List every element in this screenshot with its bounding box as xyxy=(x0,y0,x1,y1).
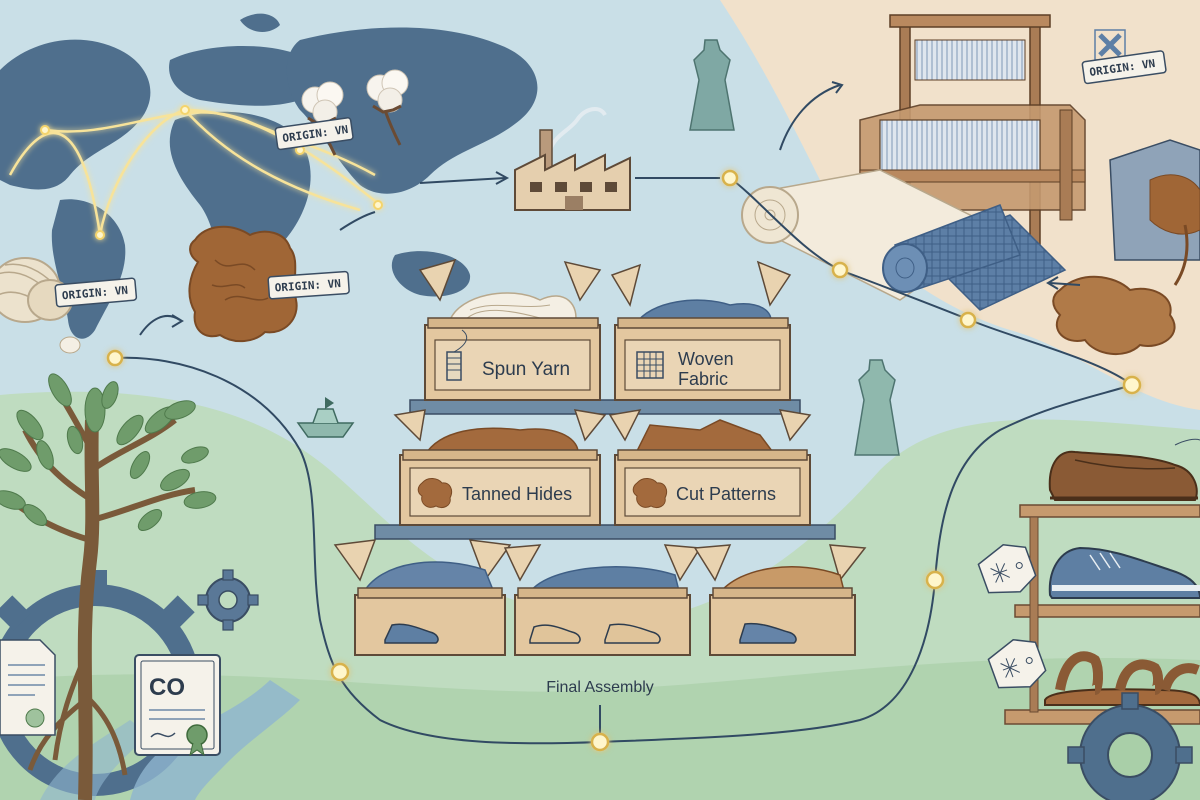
gear-icon xyxy=(1067,692,1193,800)
origin-tag: ORIGIN: VN xyxy=(267,270,350,300)
box-label-cut-patterns: Cut Patterns xyxy=(676,484,776,504)
document-icon xyxy=(0,639,56,736)
origin-tag-label: ORIGIN: VN xyxy=(274,277,341,295)
box-shoes-right xyxy=(693,544,867,656)
flow-node xyxy=(590,732,610,752)
box-cut-patterns: Cut Patterns xyxy=(608,409,812,526)
route-node xyxy=(373,200,383,210)
origin-tag: ORIGIN: VN xyxy=(54,277,138,308)
box-shoes-middle xyxy=(503,544,702,656)
leaf xyxy=(84,387,106,433)
arrow-to-loom xyxy=(779,84,841,151)
tree-icon xyxy=(0,373,217,800)
route-node xyxy=(180,105,190,115)
factory-icon xyxy=(514,107,631,211)
loafer-shoe-icon xyxy=(1048,450,1198,501)
arrow-head xyxy=(171,314,184,328)
process-arrows xyxy=(139,81,1081,336)
route-node xyxy=(95,230,105,240)
warehouse-shelves xyxy=(374,399,836,540)
box-tanned-hides: Tanned Hides xyxy=(393,409,607,526)
arrow-to-factory xyxy=(419,177,506,184)
flow-node xyxy=(925,570,945,590)
shoe-icon xyxy=(739,622,797,644)
shoe-icon xyxy=(529,624,581,644)
origin-tag-label: ORIGIN: VN xyxy=(61,284,128,303)
shelf-top xyxy=(409,399,801,415)
boat-icon xyxy=(296,397,355,438)
box-label-woven-fabric-line2: Fabric xyxy=(678,369,728,389)
box-woven-fabric: Woven Fabric xyxy=(610,260,792,401)
dress-icon xyxy=(854,359,900,456)
box-label-woven-fabric-line1: Woven xyxy=(678,349,734,369)
spool-icon xyxy=(446,329,468,381)
route-south xyxy=(184,109,361,212)
arrow-head xyxy=(1046,276,1059,290)
rack-shelf xyxy=(1019,504,1200,518)
flow-node xyxy=(831,261,849,279)
route-node xyxy=(40,125,50,135)
shoe-icon xyxy=(384,623,439,644)
flow-node xyxy=(959,311,977,329)
workbench-icon xyxy=(1109,139,1200,261)
leather-hide-icon xyxy=(188,225,298,343)
sneaker-shoe-icon xyxy=(1048,546,1200,599)
arrow-to-leather xyxy=(1049,282,1081,286)
flow-nodes xyxy=(106,169,1142,752)
flow-node xyxy=(721,169,739,187)
price-tag-icon xyxy=(977,543,1037,594)
leather-piece-icon xyxy=(1052,275,1176,356)
map-europe xyxy=(169,45,323,106)
price-tag-icon xyxy=(1174,438,1200,446)
certificate-label: CO xyxy=(149,674,185,701)
hide-icon xyxy=(417,478,453,509)
shelf-middle xyxy=(374,524,836,540)
route-nodes xyxy=(40,105,383,240)
map-north-america xyxy=(0,39,151,190)
flow-node xyxy=(106,349,124,367)
denim-roll-icon xyxy=(882,204,1067,311)
box-spun-yarn: Spun Yarn xyxy=(418,258,602,401)
box-shoes-left xyxy=(333,539,512,656)
river xyxy=(40,720,150,800)
shoe-icon xyxy=(604,623,661,644)
pattern-icon xyxy=(632,478,668,509)
box-label-tanned-hides: Tanned Hides xyxy=(462,484,572,504)
map-island xyxy=(240,13,280,32)
route-central xyxy=(44,111,376,177)
final-assembly-label: Final Assembly xyxy=(546,679,654,696)
arrow-to-asia xyxy=(339,211,376,231)
price-tag-icon xyxy=(987,638,1047,689)
flow-node xyxy=(1122,375,1142,395)
weave-icon xyxy=(636,351,664,379)
origin-tag: ORIGIN: VN xyxy=(1081,50,1167,85)
cotton-plant-icon xyxy=(366,69,409,146)
gear-icon xyxy=(197,569,259,631)
map-asia xyxy=(286,27,538,194)
origin-tag: ORIGIN: VN xyxy=(274,117,354,151)
box-label-spun-yarn: Spun Yarn xyxy=(482,359,570,380)
rack-shelf xyxy=(1014,604,1200,618)
arrow-head xyxy=(495,171,510,185)
dress-icon xyxy=(689,39,735,131)
certificate-icon: CO xyxy=(134,654,221,757)
flow-node xyxy=(330,662,350,682)
arrow-head xyxy=(831,81,844,94)
